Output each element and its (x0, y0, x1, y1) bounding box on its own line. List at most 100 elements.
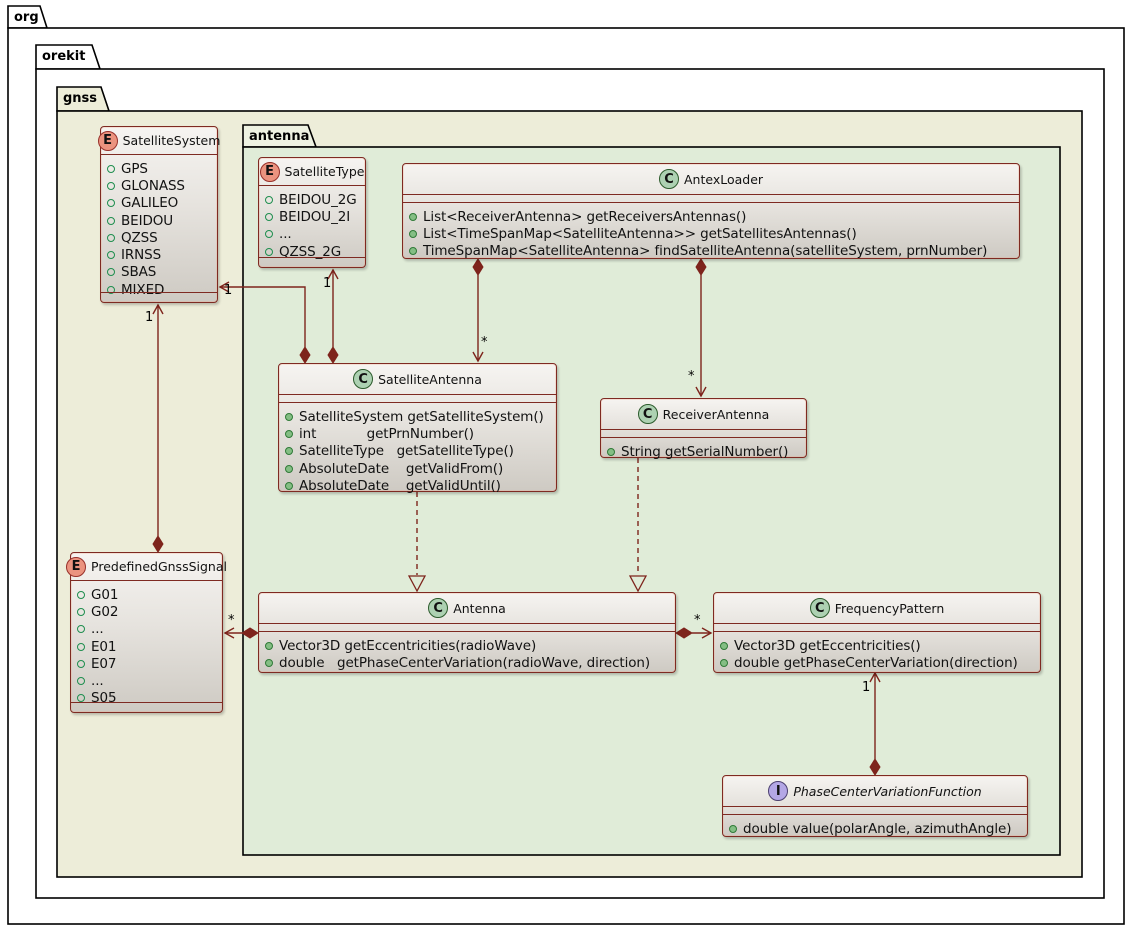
member-text: GPS (121, 160, 148, 177)
member-row: List<TimeSpanMap<SatelliteAntenna>> getS… (409, 225, 1016, 242)
empty-fields-compartment (403, 195, 1019, 203)
member-text: BEIDOU (121, 212, 174, 229)
member-row: E01 (77, 638, 219, 655)
class-header: E PredefinedGnssSignal (66, 553, 227, 581)
member-visibility-icon (77, 694, 85, 703)
member-list: double value(polarAngle, azimuthAngle) (723, 815, 1027, 837)
member-text: SatelliteSystem getSatelliteSystem() (299, 408, 544, 425)
edge-antex-loader-to-receiver-antenna (695, 258, 707, 398)
member-visibility-icon (107, 181, 115, 190)
member-text: BEIDOU_2G (279, 191, 357, 208)
multiplicity-label: 1 (862, 680, 871, 695)
member-row: double getPhaseCenterVariation(direction… (720, 654, 1037, 671)
member-row: AbsoluteDate getValidFrom() (285, 460, 553, 477)
member-visibility-icon (77, 659, 85, 668)
enum-badge-icon: E (66, 556, 87, 577)
member-text: IRNSS (121, 247, 162, 264)
member-visibility-icon (265, 230, 273, 239)
empty-compartment (101, 292, 217, 302)
member-row: QZSS_2G (265, 243, 362, 260)
member-text: ... (91, 621, 104, 638)
member-text: G01 (91, 586, 119, 603)
member-row: GALILEO (107, 195, 214, 212)
class-badge-icon: C (428, 598, 449, 618)
edge-pcvf-to-frequency-pattern (869, 671, 881, 776)
class-title: SatelliteSystem (122, 133, 221, 148)
member-visibility-icon (77, 642, 85, 651)
member-visibility-icon (285, 481, 293, 490)
member-text: SatelliteType getSatelliteType() (299, 443, 514, 460)
class-box-receiver-antenna: C ReceiverAntenna String getSerialNumber… (600, 398, 807, 460)
member-text: E01 (91, 638, 117, 655)
member-visibility-icon (720, 641, 728, 650)
edge-antenna-to-frequency-pattern (675, 627, 713, 639)
member-text: Vector3D getEccentricities(radioWave) (279, 637, 537, 654)
class-header: C Antenna (259, 593, 675, 624)
member-visibility-icon (107, 216, 115, 225)
member-visibility-icon (107, 164, 115, 173)
package-label-orekit: orekit (42, 49, 86, 64)
package-label-org: org (14, 10, 39, 25)
member-visibility-icon (107, 251, 115, 260)
member-text: E07 (91, 655, 117, 672)
empty-fields-compartment (279, 395, 556, 403)
member-text: Vector3D getEccentricities() (734, 637, 921, 654)
edge-antenna-to-predefined-gnss-signal (223, 627, 259, 639)
member-text: SBAS (121, 264, 157, 281)
member-row: SBAS (107, 264, 214, 281)
member-row: GPS (107, 160, 214, 177)
class-badge-icon: C (637, 404, 658, 424)
member-visibility-icon (265, 195, 273, 204)
member-text: GALILEO (121, 195, 179, 212)
member-text: List<ReceiverAntenna> getReceiversAntenn… (423, 208, 747, 225)
edge-satellite-antenna-extends-antenna (407, 492, 427, 593)
member-visibility-icon (409, 212, 417, 221)
class-title: ReceiverAntenna (662, 406, 770, 422)
member-row: MIXED (107, 281, 214, 298)
member-row: ... (77, 672, 219, 689)
member-row: AbsoluteDate getValidUntil() (285, 477, 553, 494)
member-row: SatelliteSystem getSatelliteSystem() (285, 408, 553, 425)
member-text: AbsoluteDate getValidUntil() (299, 477, 501, 494)
class-title: AntexLoader (683, 171, 764, 187)
class-header: C ReceiverAntenna (601, 399, 806, 430)
member-row: TimeSpanMap<SatelliteAntenna> findSatell… (409, 243, 1016, 260)
member-row: List<ReceiverAntenna> getReceiversAntenn… (409, 208, 1016, 225)
empty-compartment (259, 257, 365, 267)
member-visibility-icon (265, 658, 273, 667)
interface-badge-icon: I (768, 781, 789, 801)
member-visibility-icon (409, 229, 417, 238)
class-title: FrequencyPattern (834, 600, 945, 616)
member-visibility-icon (729, 824, 737, 833)
member-row: String getSerialNumber() (607, 443, 803, 460)
member-list: Vector3D getEccentricities(radioWave) do… (259, 632, 675, 672)
member-text: ... (91, 673, 104, 690)
member-visibility-icon (107, 268, 115, 277)
class-header: C AntexLoader (403, 164, 1019, 195)
empty-fields-compartment (259, 624, 675, 632)
class-header: C SatelliteAntenna (279, 364, 556, 395)
member-visibility-icon (77, 625, 85, 634)
member-text: QZSS (121, 229, 158, 246)
enum-badge-icon: E (97, 130, 118, 151)
member-text: GLONASS (121, 177, 185, 194)
class-box-frequency-pattern: C FrequencyPattern Vector3D getEccentric… (713, 592, 1041, 673)
member-list: GPS GLONASS GALILEO BEIDOU QZSS IRNSS SB… (101, 155, 217, 298)
class-box-phase-center-variation-function: I PhaseCenterVariationFunction double va… (722, 775, 1028, 837)
empty-compartment (71, 702, 222, 712)
class-header: E SatelliteSystem (97, 127, 220, 155)
member-row: BEIDOU_2I (265, 208, 362, 225)
member-visibility-icon (409, 247, 417, 256)
member-visibility-icon (607, 447, 615, 456)
member-visibility-icon (77, 590, 85, 599)
class-title: SatelliteAntenna (378, 371, 482, 387)
member-text: double getPhaseCenterVariation(radioWave… (279, 654, 651, 671)
member-text: AbsoluteDate getValidFrom() (299, 460, 504, 477)
member-row: Vector3D getEccentricities() (720, 637, 1037, 654)
enum-badge-icon: E (259, 161, 280, 182)
member-row: double getPhaseCenterVariation(radioWave… (265, 654, 672, 671)
member-row: int getPrnNumber() (285, 425, 553, 442)
class-title: PhaseCenterVariationFunction (793, 783, 982, 799)
member-row: ... (77, 621, 219, 638)
member-visibility-icon (77, 607, 85, 616)
